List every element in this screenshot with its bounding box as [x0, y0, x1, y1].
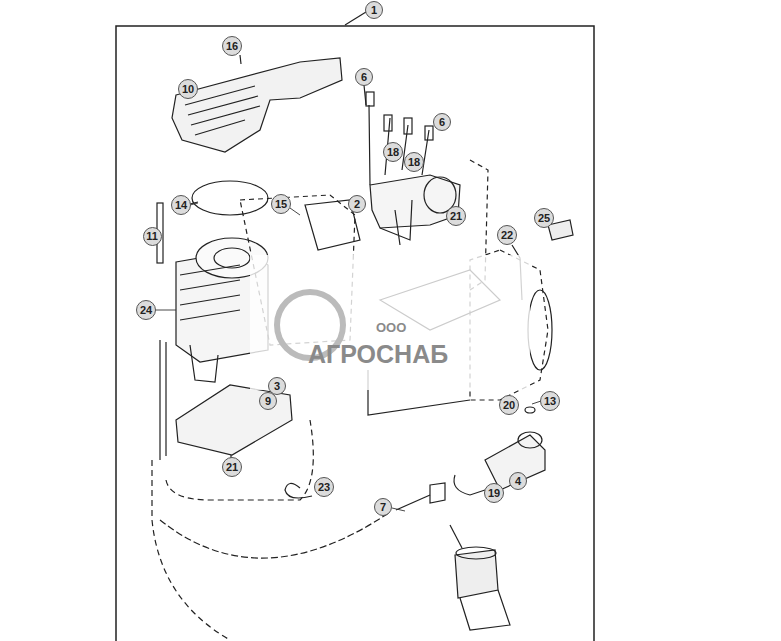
callout-number: 7	[380, 502, 386, 513]
callout-circle: 21	[446, 206, 466, 226]
watermark-text: АГРОСНАБ	[308, 342, 448, 367]
callout-circle: 2	[348, 195, 366, 213]
callout-circle: 9	[259, 392, 277, 410]
callout-number: 22	[501, 230, 513, 241]
callout-circle: 6	[433, 113, 451, 131]
callout-circle: 25	[534, 208, 554, 228]
callout-circle: 13	[540, 391, 560, 411]
callout-circle: 18	[383, 142, 403, 162]
callout-circle: 22	[497, 225, 517, 245]
callout-number: 25	[538, 213, 550, 224]
callout-number: 2	[354, 199, 360, 210]
callout-number: 23	[318, 482, 330, 493]
callout-number: 15	[275, 199, 287, 210]
callout-circle: 10	[178, 79, 198, 99]
callout-number: 10	[182, 84, 194, 95]
callout-number: 3	[274, 381, 280, 392]
callout-number: 21	[450, 211, 462, 222]
callout-number: 18	[387, 147, 399, 158]
callout-number: 21	[226, 462, 238, 473]
callout-circle: 7	[374, 498, 392, 516]
callout-number: 4	[515, 476, 521, 487]
callout-number: 9	[265, 396, 271, 407]
callout-circle: 24	[136, 300, 156, 320]
callout-circle: 1	[365, 1, 383, 19]
callout-circle: 23	[314, 477, 334, 497]
callout-circle: 21	[222, 457, 242, 477]
callout-circle: 18	[404, 152, 424, 172]
callout-number: 19	[488, 488, 500, 499]
callout-circle: 19	[484, 483, 504, 503]
callout-number: 13	[544, 396, 556, 407]
callout-number: 24	[140, 305, 152, 316]
callout-circle: 20	[499, 395, 519, 415]
callout-number: 14	[175, 200, 187, 211]
callout-number: 16	[226, 41, 238, 52]
callout-circle: 6	[355, 68, 373, 86]
callout-number: 11	[146, 231, 158, 242]
callout-number: 20	[503, 400, 515, 411]
callout-circle: 14	[171, 195, 191, 215]
callout-number: 6	[361, 72, 367, 83]
callout-number: 6	[439, 117, 445, 128]
callout-number: 1	[371, 5, 377, 16]
callout-number: 18	[408, 157, 420, 168]
callout-circle: 4	[509, 472, 527, 490]
callout-circle: 15	[271, 194, 291, 214]
callout-circle: 11	[143, 227, 162, 246]
watermark-text: ООО	[376, 321, 406, 334]
callout-circle: 16	[222, 36, 242, 56]
